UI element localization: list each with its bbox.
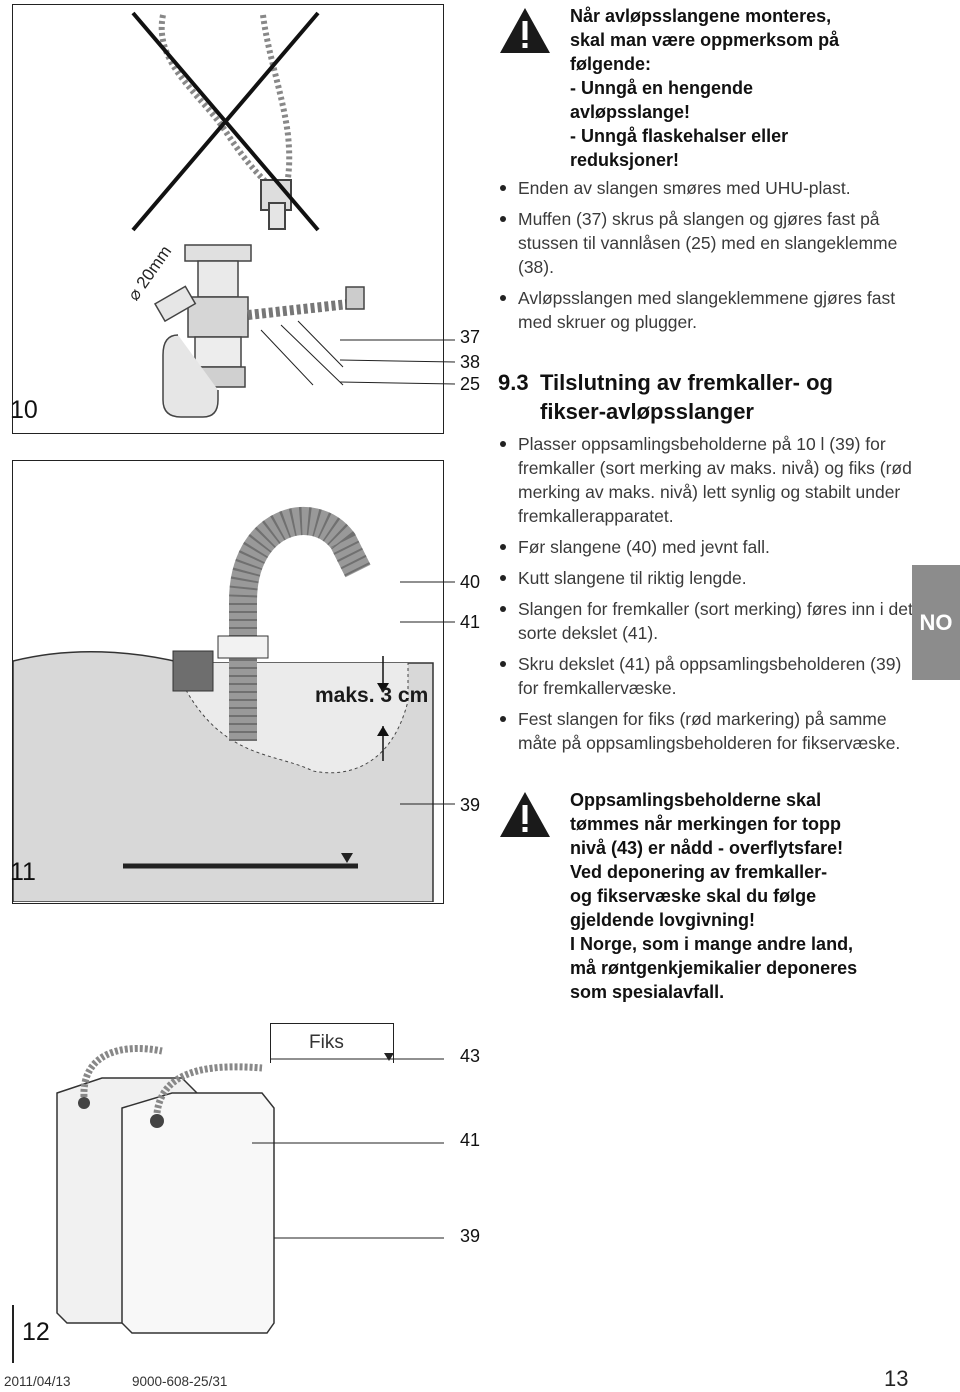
- footer-date: 2011/04/13: [4, 1374, 71, 1389]
- footer-doc-id: 9000-608-25/31: [132, 1374, 228, 1389]
- jerrycans-illustration: [56, 1045, 444, 1334]
- figure-12: Fiks: [12, 1023, 444, 1363]
- list-item: Muffen (37) skrus på slangen og gjøres f…: [498, 207, 918, 279]
- figure-12-number-frame: [12, 1305, 14, 1363]
- warning-block-1: Når avløpsslangene monteres, skal man væ…: [498, 4, 918, 174]
- list-item: Skru dekslet (41) på oppsamlingsbeholder…: [498, 652, 918, 700]
- cross-out-line-2: [131, 11, 320, 232]
- warning-triangle-icon: [500, 8, 550, 53]
- figure-11-number: 11: [10, 858, 36, 886]
- warning-text-1: Når avløpsslangene monteres, skal man væ…: [570, 6, 840, 170]
- callout-40: 40: [460, 572, 481, 592]
- incorrect-install-illustration: [158, 14, 293, 230]
- list-item: Før slangene (40) med jevnt fall.: [498, 535, 918, 559]
- figure-11: maks. 3 cm: [12, 460, 444, 904]
- section-title-line2: fikser-avløpsslanger: [540, 399, 754, 424]
- list-item: Slangen for fremkaller (sort merking) fø…: [498, 597, 918, 645]
- warning-triangle-icon: [500, 792, 550, 837]
- language-tab: NO: [912, 565, 960, 680]
- warning-block-2: Oppsamlingsbeholderne skal tømmes når me…: [498, 788, 918, 1008]
- callout-leader-lines-11: [400, 581, 455, 805]
- instructions-list-2: Plasser oppsamlingsbeholderne på 10 l (3…: [498, 432, 918, 762]
- section-title-line1: Tilslutning av fremkaller- og: [540, 370, 833, 395]
- list-item: Kutt slangene til riktig lengde.: [498, 566, 918, 590]
- callout-37: 37: [460, 327, 481, 347]
- hose-right: [153, 1063, 263, 1114]
- callout-43: 43: [460, 1046, 481, 1066]
- callout-41b: 41: [460, 1130, 481, 1150]
- callout-41: 41: [460, 612, 481, 632]
- max-level-label: maks. 3 cm: [315, 684, 429, 707]
- warning-text-2: Oppsamlingsbeholderne skal tømmes når me…: [570, 790, 858, 1002]
- fiks-label: Fiks: [309, 1032, 344, 1053]
- callout-39b: 39: [460, 1226, 481, 1246]
- callout-25: 25: [460, 374, 481, 394]
- list-item: Enden av slangen smøres med UHU-plast.: [498, 176, 918, 200]
- list-item: Fest slangen for fiks (rød markering) på…: [498, 707, 918, 755]
- siphon: [153, 244, 365, 418]
- instructions-list-1: Enden av slangen smøres med UHU-plast. M…: [498, 176, 918, 341]
- fiks-label-box: [270, 1023, 394, 1063]
- list-item: Avløpsslangen med slangeklemmene gjøres …: [498, 286, 918, 334]
- section-number: 9.3: [498, 370, 529, 395]
- figure-12-number: 12: [22, 1318, 50, 1346]
- list-item: Plasser oppsamlingsbeholderne på 10 l (3…: [498, 432, 918, 528]
- container-cross-section-illustration: [13, 507, 434, 902]
- figure-10: ⌀ 20mm: [12, 4, 444, 434]
- callout-38: 38: [460, 352, 481, 372]
- siphon-illustration: ⌀ 20mm: [124, 11, 365, 418]
- hose-left: [80, 1045, 163, 1098]
- page-number: 13: [884, 1366, 909, 1391]
- callout-leader-lines-10: [340, 339, 456, 385]
- callout-39: 39: [460, 795, 481, 815]
- section-heading: 9.3 Tilslutning av fremkaller- og fikser-…: [498, 368, 918, 426]
- hose: [229, 507, 371, 741]
- diameter-label: ⌀ 20mm: [124, 242, 175, 304]
- figure-10-number: 10: [10, 396, 38, 424]
